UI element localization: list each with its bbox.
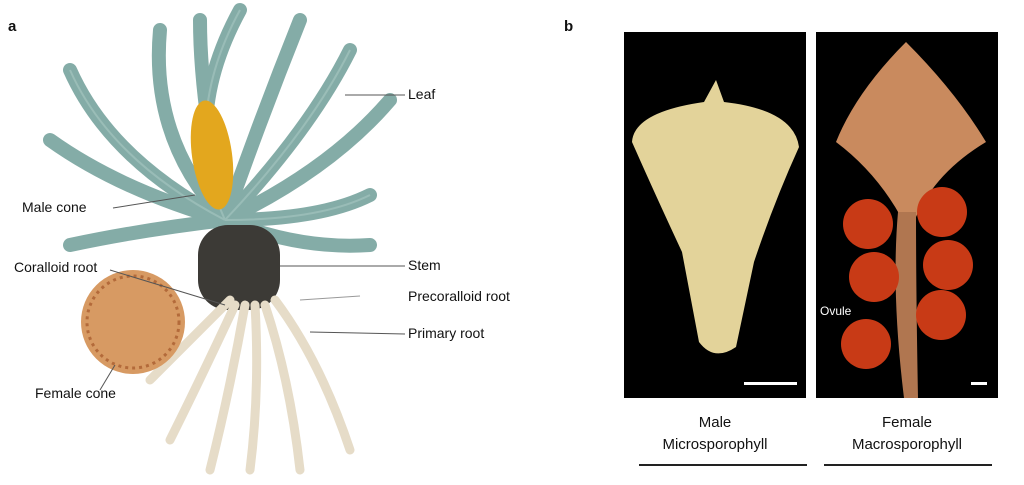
caption-male-line2: Microsporophyll <box>662 436 768 453</box>
caption-male: Male Microsporophyll <box>624 412 806 456</box>
label-precoralloid-root: Precoralloid root <box>408 288 510 304</box>
leader-lines <box>99 94 406 391</box>
caption-female-line1: Female <box>881 414 933 431</box>
stem-shape <box>198 225 280 310</box>
ovule-label: Ovule <box>820 304 852 318</box>
female-macrosporophyll-photo: Ovule <box>816 32 998 398</box>
label-coralloid-root: Coralloid root <box>14 259 98 275</box>
label-primary-root: Primary root <box>408 325 485 341</box>
scale-bar <box>744 382 797 385</box>
roots <box>145 295 355 475</box>
panel-b-letter: b <box>564 18 574 35</box>
female-cone-shape <box>81 270 185 374</box>
label-stem: Stem <box>408 257 441 273</box>
scale-bar <box>971 382 987 385</box>
microsporophyll-shape <box>632 80 799 354</box>
panel-a-letter: a <box>8 18 17 35</box>
caption-female: Female Macrosporophyll <box>816 412 998 456</box>
male-cone-shape <box>190 100 234 210</box>
label-leaf: Leaf <box>408 86 436 102</box>
label-male-cone: Male cone <box>22 199 87 215</box>
label-female-cone: Female cone <box>35 385 116 401</box>
caption-female-line2: Macrosporophyll <box>851 436 963 453</box>
divider-female <box>824 464 992 466</box>
caption-male-line1: Male <box>698 414 732 431</box>
macrosporophyll-shape <box>836 42 986 398</box>
male-microsporophyll-photo <box>624 32 806 398</box>
divider-male <box>639 464 807 466</box>
cycad-illustration <box>43 3 406 475</box>
